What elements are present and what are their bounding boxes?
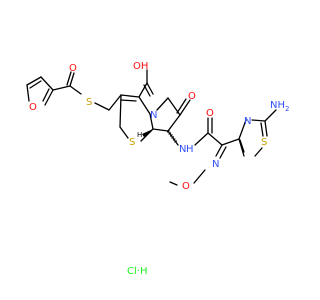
- amino-label: NH2: [270, 100, 289, 113]
- amino-subscript: 2: [285, 105, 289, 113]
- ring-sulfur-label: S: [129, 137, 135, 148]
- furan-oxygen-label: O: [29, 102, 37, 113]
- thioester-carbonyl-o-label: O: [69, 63, 77, 74]
- acid-oh-label: OH: [133, 61, 148, 72]
- methoxy-oxygen-label: O: [182, 181, 190, 192]
- amide-nh-label: N: [179, 144, 186, 155]
- lactam-oxygen-label: O: [188, 91, 196, 102]
- ring-nitrogen-label: N: [150, 110, 157, 121]
- oxime-nitrogen-label: N: [212, 159, 219, 170]
- thioester-sulfur-label: S: [86, 97, 92, 108]
- bond-lines: [26, 69, 277, 186]
- stereo-h-label: H: [137, 131, 142, 139]
- hydrochloride-salt-label: Cl·H: [127, 266, 147, 277]
- thiazole-sulfur-label: S: [261, 137, 267, 148]
- amino-nh-text: NH: [270, 100, 285, 111]
- thiazole-nitrogen-label: N: [244, 116, 251, 127]
- amide-oxygen-label: O: [206, 108, 214, 119]
- amide-h-label: H: [186, 144, 194, 155]
- chemical-structure: OH O O O S S N O H N H O N O N S NH2 Cl·…: [26, 61, 289, 277]
- stereo-bonds: [142, 129, 178, 143]
